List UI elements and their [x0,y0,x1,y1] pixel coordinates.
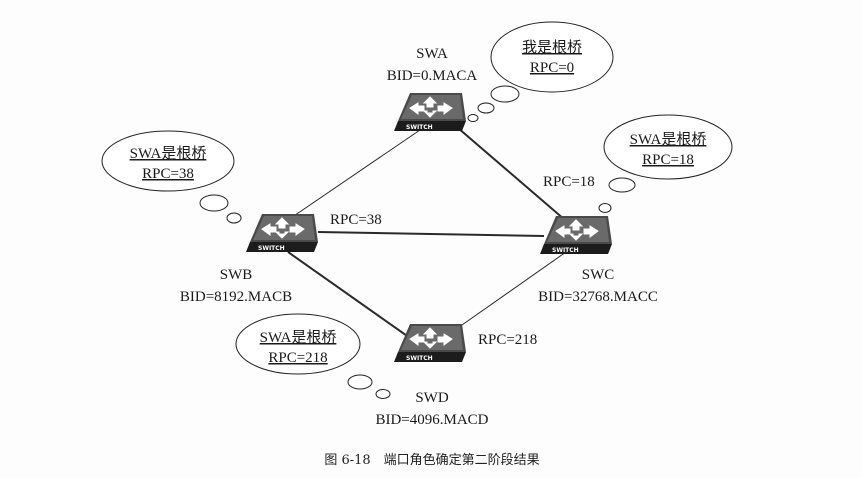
rpc-label-swc: RPC=18 [543,174,595,190]
swc-name: SWC [582,267,615,283]
bubble-swb-line2: RPC=38 [142,166,194,182]
bubble-swa-line1: 我是根桥 [522,39,582,56]
swb-bid: BID=8192.MACB [180,289,292,305]
rpc-label-swd: RPC=218 [478,332,537,348]
switch-swb-icon: SWITCH [245,213,319,253]
bubble-swc-line1: SWA是根桥 [630,131,707,148]
bubble-swc-line2: RPC=18 [642,152,694,168]
link-swa-swc [457,127,573,227]
swd-name: SWD [415,390,449,406]
rpc-label-swb: RPC=38 [330,212,382,228]
bubble-swb-line1: SWA是根桥 [130,145,207,162]
bubble-swd-line1: SWA是根桥 [260,329,337,346]
thought-bubble-swb [101,130,242,224]
link-swb-swd [287,251,411,339]
switch-swc-icon: SWITCH [539,215,613,255]
thought-bubble-swd [235,313,391,399]
swd-bid: BID=4096.MACD [375,412,488,428]
link-swc-swd [451,251,567,333]
link-swb-swc [317,231,545,237]
thought-bubble-swa [467,21,614,122]
bubble-swa-line2: RPC=0 [530,60,574,76]
link-swa-swb [284,129,421,223]
svg-text:SWITCH: SWITCH [406,124,433,131]
swb-name: SWB [220,267,253,283]
thought-bubble-swc [598,114,733,213]
switch-swa-icon: SWITCH [393,92,467,132]
bubble-swd-line2: RPC=218 [268,350,327,366]
figure-caption: 图 6-18 端口角色确定第二阶段结果 [324,452,539,468]
swc-bid: BID=32768.MACC [538,289,658,305]
switch-swd-icon: SWITCH [393,323,467,363]
svg-text:SWITCH: SWITCH [258,245,285,252]
swa-name: SWA [416,46,448,62]
swa-bid: BID=0.MACA [387,68,478,84]
links [284,127,573,339]
svg-text:SWITCH: SWITCH [552,247,579,254]
svg-text:SWITCH: SWITCH [406,355,433,362]
